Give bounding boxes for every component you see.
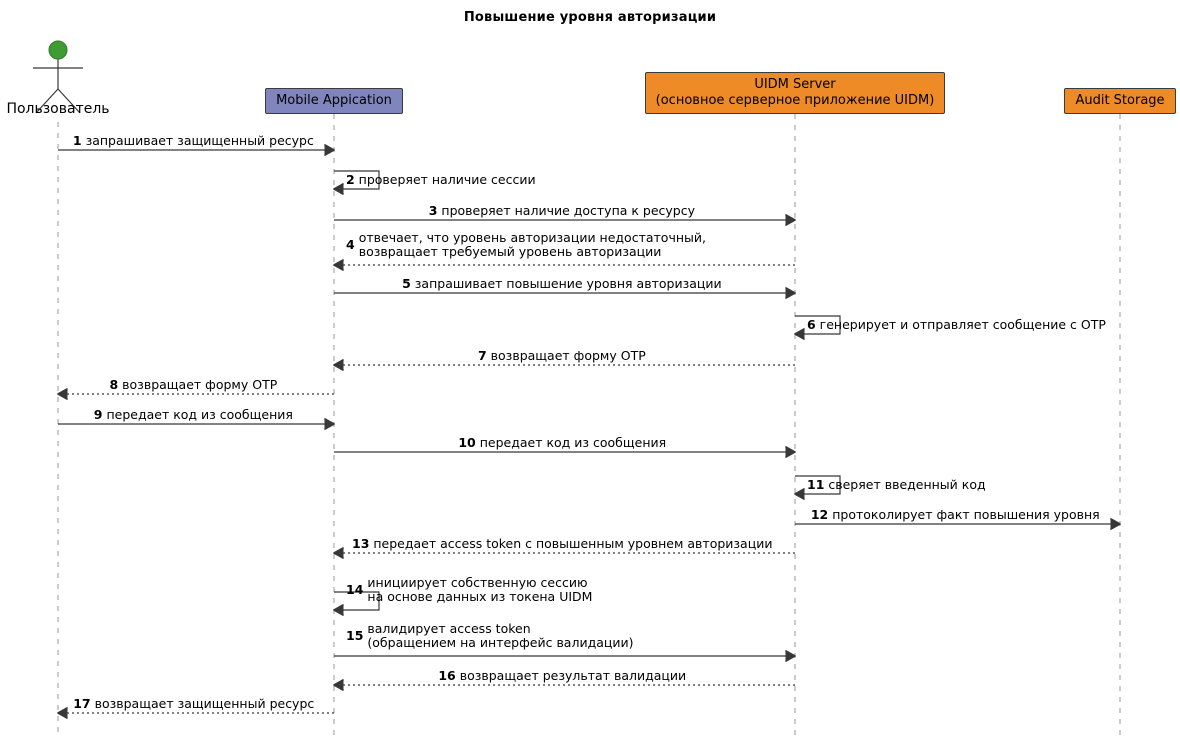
message-6 (793, 315, 841, 340)
actor-user (33, 40, 83, 114)
message-number: 16 (438, 668, 456, 683)
message-number: 5 (402, 276, 411, 291)
message-text: возвращает форму OTP (118, 377, 278, 392)
participant-title: Audit Storage (1075, 93, 1165, 108)
participant-subtitle: (основное серверное приложение UIDM) (655, 93, 935, 108)
message-number: 1 (72, 133, 82, 148)
message-number: 14 (346, 582, 364, 597)
message-number: 10 (458, 435, 476, 450)
message-text: передает код из сообщения (102, 407, 293, 422)
message-text: передает access token с повышенным уровн… (369, 536, 773, 551)
message-label-6: 6 генерирует и отправляет сообщение с OT… (807, 318, 1106, 332)
message-label-1: 1 запрашивает защищенный ресурс (73, 134, 314, 148)
message-number: 2 (346, 172, 355, 187)
message-label-13: 13 передает access token с повышенным ур… (352, 537, 772, 551)
message-number: 7 (477, 348, 487, 363)
message-label-11: 11 сверяет введенный код (807, 478, 986, 492)
message-label-8: 8 возвращает форму OTP (109, 378, 277, 392)
message-17 (56, 707, 334, 719)
arrow-head (324, 144, 336, 156)
message-number: 8 (109, 377, 119, 392)
message-text: передает код из сообщения (475, 435, 667, 450)
arrow-head (56, 388, 68, 400)
message-9 (58, 418, 336, 430)
message-text: возвращает форму OTP (486, 348, 646, 363)
message-10 (334, 446, 797, 458)
message-15 (334, 650, 797, 662)
message-number: 13 (352, 536, 370, 551)
message-text-line: на основе данных из токена UIDM (367, 589, 593, 604)
message-number: 9 (93, 407, 103, 422)
message-2 (332, 170, 380, 195)
diagram-title: Повышение уровня авторизации (463, 10, 717, 25)
arrow-head (332, 604, 344, 616)
message-3 (334, 214, 797, 226)
message-text: возвращает результат валидации (455, 668, 687, 683)
message-label-3: 3 проверяет наличие доступа к ресурсу (429, 204, 695, 218)
message-text: сверяет введенный код (824, 477, 986, 492)
message-12 (795, 518, 1122, 530)
message-number: 6 (807, 317, 816, 332)
message-text-line: инициирует собственную сессию (367, 575, 588, 590)
message-label-7: 7 возвращает форму OTP (478, 349, 646, 363)
message-16 (332, 679, 795, 691)
message-text: проверяет наличие сессии (354, 172, 536, 187)
message-text-line: возвращает требуемый уровень авторизации (358, 244, 662, 259)
arrow-head (56, 707, 68, 719)
message-4 (332, 259, 795, 271)
message-text: запрашивает повышение уровня авторизации (410, 276, 722, 291)
arrow-head (785, 287, 797, 299)
actor-label-user: Пользователь (6, 101, 110, 117)
message-number: 12 (810, 507, 829, 522)
message-text: проверяет наличие доступа к ресурсу (437, 203, 696, 218)
message-label-2: 2 проверяет наличие сессии (346, 173, 536, 187)
message-number: 3 (428, 203, 438, 218)
message-13 (332, 547, 795, 559)
arrow-head (332, 679, 344, 691)
message-number: 17 (73, 696, 91, 711)
participant-box-uidm[interactable]: UIDM Server(основное серверное приложени… (644, 72, 946, 114)
message-number: 15 (346, 628, 364, 643)
participant-box-audit[interactable]: Audit Storage (1064, 88, 1176, 114)
message-5 (334, 287, 797, 299)
message-label-16: 16 возвращает результат валидации (438, 669, 686, 683)
arrow-head (324, 418, 336, 430)
arrow-head (785, 650, 797, 662)
message-7 (332, 359, 795, 371)
participant-title: UIDM Server (754, 77, 836, 92)
message-label-5: 5 запрашивает повышение уровня авторизац… (402, 277, 722, 291)
participant-box-mobile[interactable]: Mobile Appication (265, 88, 403, 114)
message-text: запрашивает защищенный ресурс (81, 133, 314, 148)
arrow-head (793, 328, 805, 340)
message-text: возвращает защищенный ресурс (90, 696, 315, 711)
arrow-head (332, 259, 344, 271)
arrow-head (1110, 518, 1122, 530)
message-text-line: валидирует access token (367, 621, 531, 636)
participant-title: Mobile Appication (276, 93, 392, 108)
arrow-head (785, 446, 797, 458)
message-label-10: 10 передает код из сообщения (458, 436, 666, 450)
message-text: генерирует и отправляет сообщение с OTP (815, 317, 1106, 332)
message-8 (56, 388, 334, 400)
arrow-head (793, 488, 805, 500)
message-1 (58, 144, 336, 156)
message-number: 11 (807, 477, 825, 492)
message-14 (332, 591, 380, 616)
message-number: 4 (346, 237, 355, 252)
message-text-line: отвечает, что уровень авторизации недост… (358, 230, 706, 245)
message-text: протоколирует факт повышения уровня (828, 507, 1100, 522)
message-11 (793, 475, 841, 500)
arrow-head (332, 183, 344, 195)
arrow-head (332, 547, 344, 559)
arrow-head (332, 359, 344, 371)
message-label-17: 17 возвращает защищенный ресурс (73, 697, 314, 711)
arrow-head (785, 214, 797, 226)
message-label-12: 12 протоколирует факт повышения уровня (811, 508, 1100, 522)
message-text-line: (обращением на интерфейс валидации) (367, 635, 634, 650)
message-label-9: 9 передает код из сообщения (94, 408, 293, 422)
